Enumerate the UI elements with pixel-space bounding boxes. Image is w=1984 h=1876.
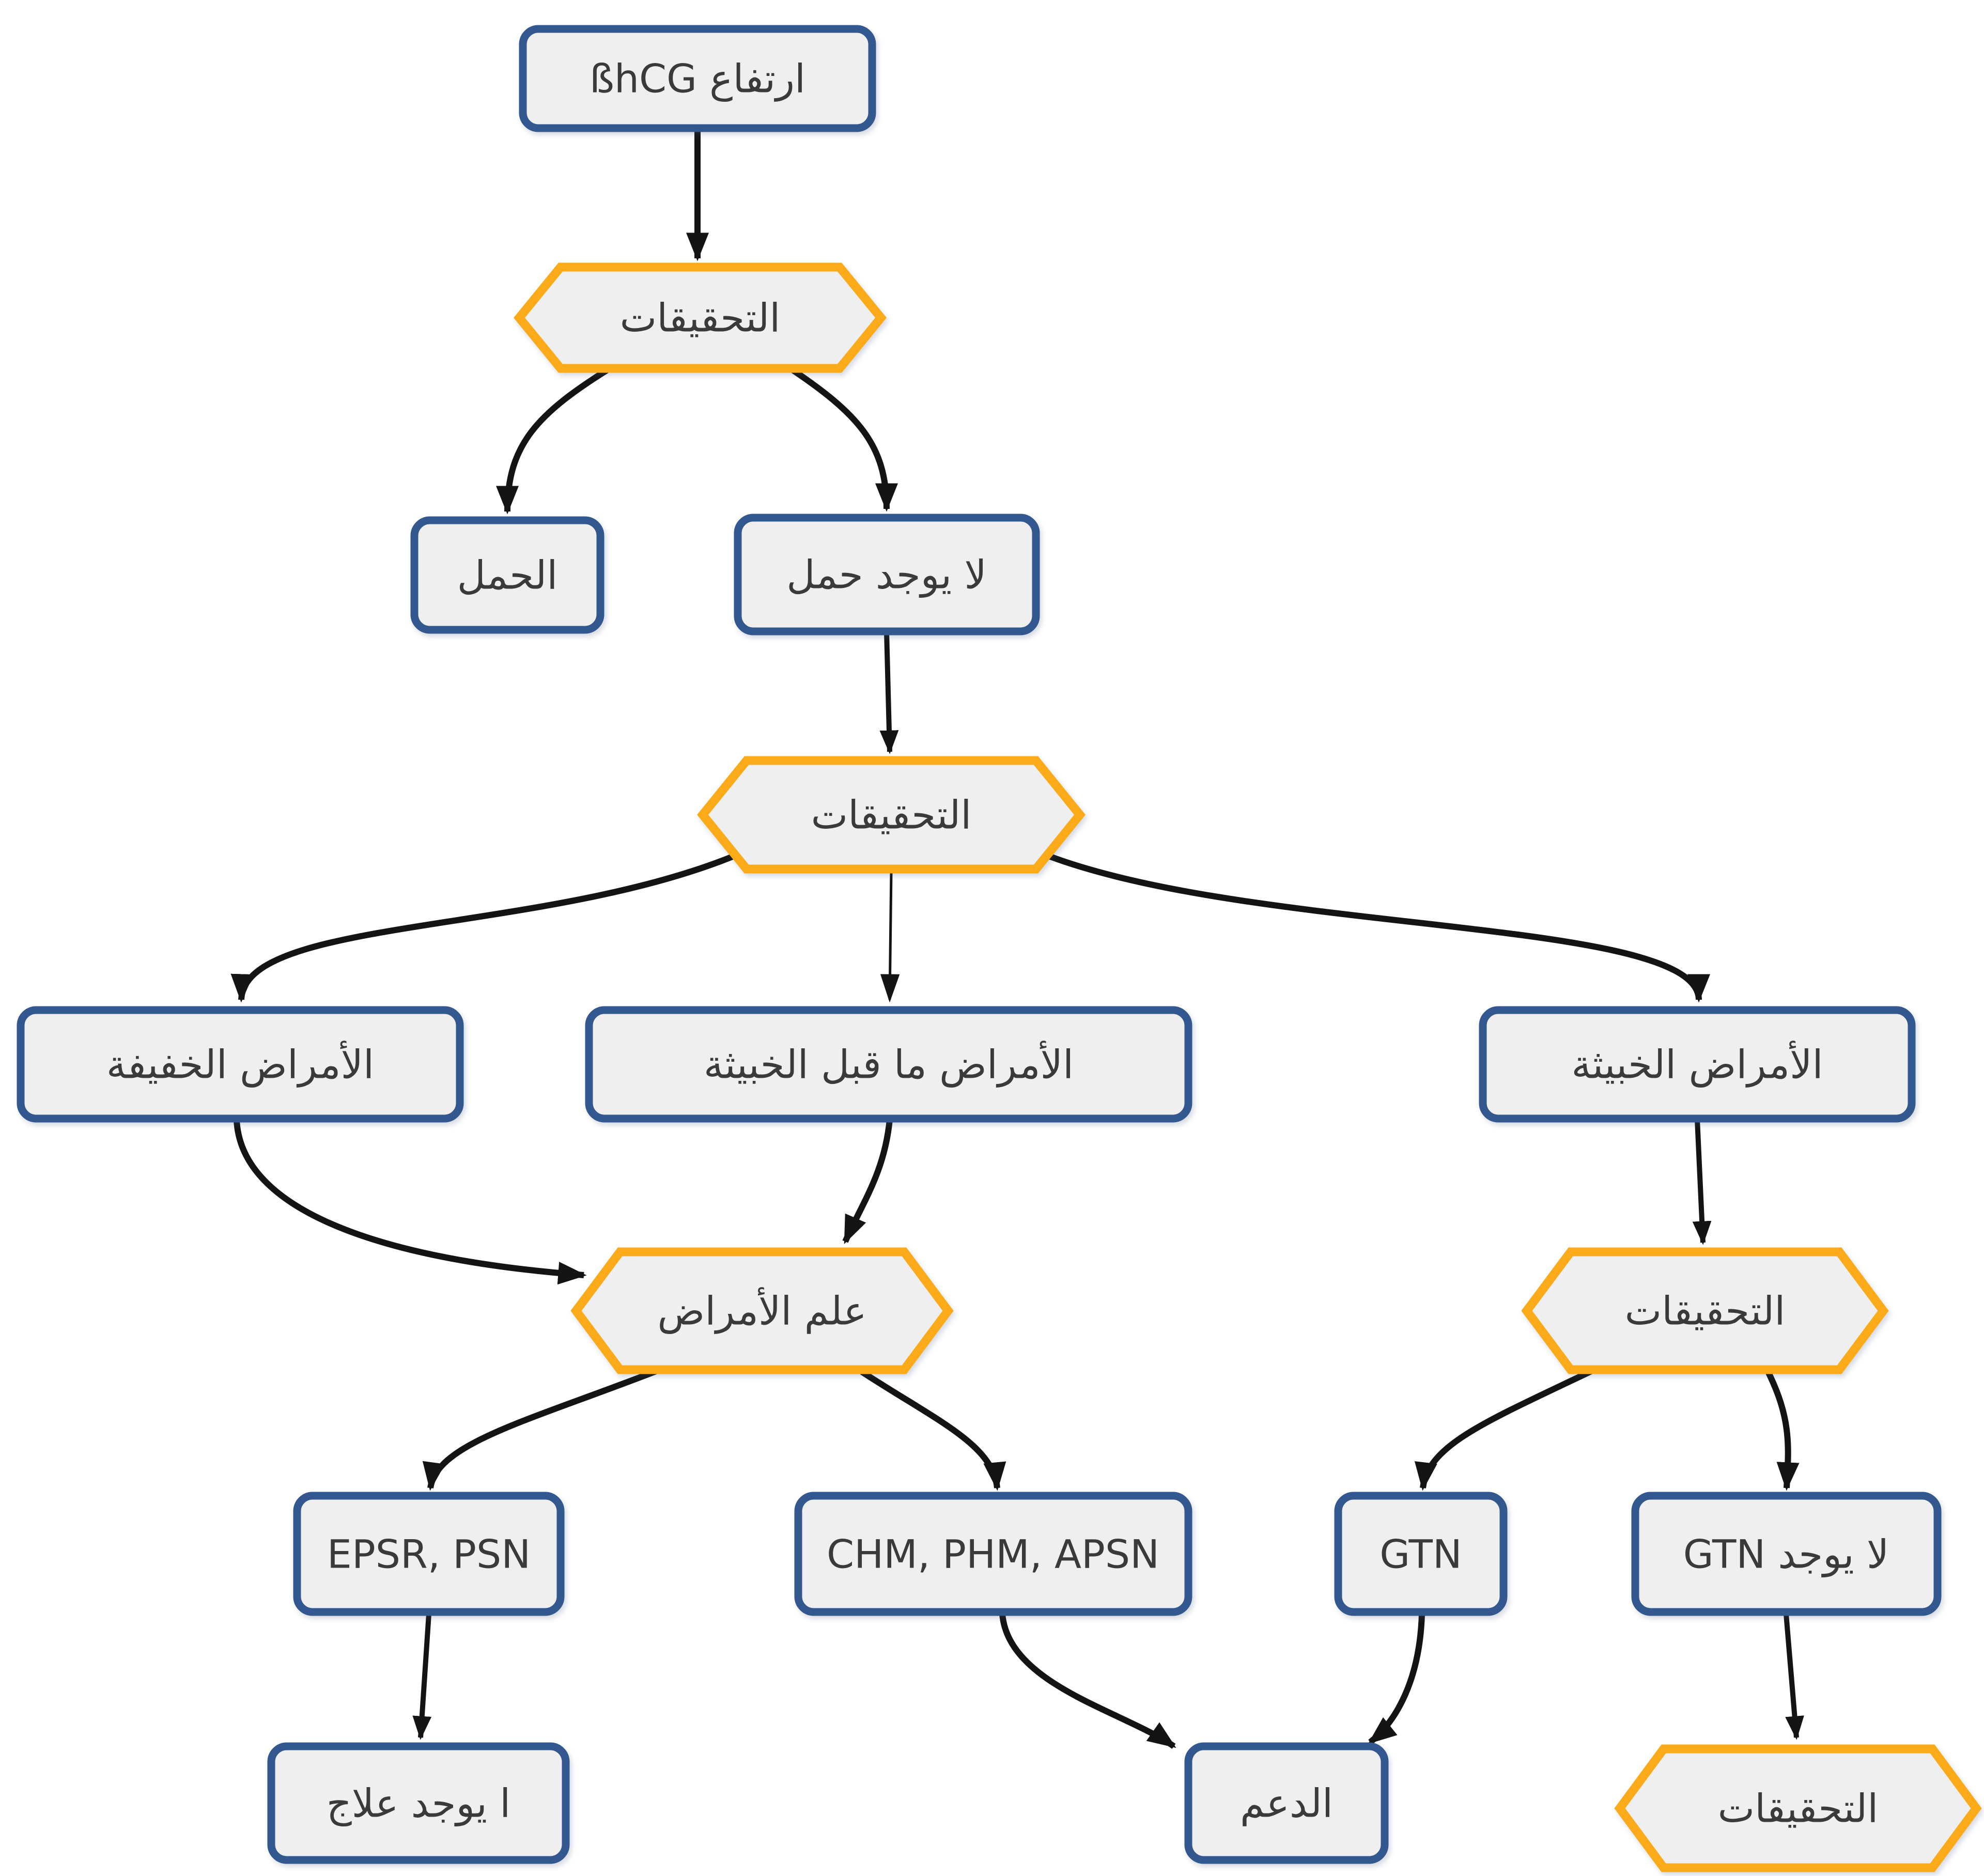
node-epsr-psn-shape: [293, 1492, 565, 1616]
edge-malignant-diseases-to-investigations-3: [1692, 1119, 1712, 1245]
node-gtn-shape: [1334, 1492, 1508, 1616]
node-no-pregnancy: لا يوجد حمل: [734, 514, 1040, 635]
node-pathology: علم الأمراض: [570, 1247, 954, 1374]
edge-investigations-3-to-no-gtn: [1765, 1370, 1800, 1491]
node-investigations-3-label: التحقيقات: [1625, 1288, 1786, 1334]
edge-epsr-psn-to-treatment-exists: [412, 1614, 432, 1740]
node-epsr-psn-label: EPSR, PSN: [327, 1531, 531, 1577]
node-mild-diseases-label: الأمراض الخفيفة: [106, 1041, 374, 1088]
node-gtn-label: GTN: [1380, 1531, 1462, 1577]
node-elevated-bhcg-label: ارتفاع ßhCG: [590, 56, 805, 102]
node-epsr-psn: EPSR, PSN: [293, 1492, 565, 1616]
node-investigations-2-label: التحقيقات: [811, 792, 972, 838]
edge-chm-phm-apsn-to-support: [999, 1614, 1176, 1749]
node-malignant-diseases: الأمراض الخبيثة: [1479, 1006, 1916, 1123]
edge-no-pregnancy-to-investigations-2: [879, 632, 899, 754]
node-premalignant-diseases-label: الأمراض ما قبل الخبيثة: [704, 1041, 1074, 1088]
node-pregnancy: الحمل: [410, 516, 605, 634]
node-support-shape: [1184, 1742, 1389, 1864]
node-elevated-bhcg: ارتفاع ßhCG: [519, 25, 876, 132]
node-elevated-bhcg-shape: [519, 25, 876, 132]
node-investigations-4-label: التحقيقات: [1718, 1786, 1879, 1832]
nodes-layer: ارتفاع ßhCG التحقيقات الحمل لا يوجد حمل …: [17, 25, 1982, 1872]
node-investigations-3: التحقيقات: [1521, 1247, 1889, 1374]
node-malignant-diseases-label: الأمراض الخبيثة: [1571, 1041, 1823, 1088]
node-mild-diseases: الأمراض الخفيفة: [17, 1006, 464, 1123]
node-investigations-2: التحقيقات: [697, 756, 1086, 874]
node-investigations-1: التحقيقات: [514, 262, 887, 373]
node-investigations-1-shape: [514, 262, 887, 373]
node-support: الدعم: [1184, 1742, 1389, 1864]
node-investigations-4: التحقيقات: [1614, 1744, 1982, 1872]
edge-mild-diseases-to-pathology: [234, 1119, 587, 1285]
node-chm-phm-apsn: CHM, PHM, APSN: [794, 1492, 1192, 1616]
node-treatment-exists-shape: [267, 1742, 570, 1864]
edge-investigations-1-to-no-pregnancy: [786, 364, 898, 512]
node-support-label: الدعم: [1240, 1780, 1333, 1826]
node-pregnancy-shape: [410, 516, 605, 634]
edges-layer: [230, 130, 1804, 1749]
edge-gtn-to-support: [1368, 1614, 1425, 1745]
node-pathology-shape: [570, 1247, 954, 1374]
node-chm-phm-apsn-shape: [794, 1492, 1192, 1616]
edge-investigations-2-to-premalignant-diseases: [880, 871, 900, 1003]
node-investigations-2-shape: [697, 756, 1086, 874]
edge-investigations-3-to-gtn: [1414, 1366, 1597, 1491]
node-malignant-diseases-shape: [1479, 1006, 1916, 1123]
node-treatment-exists-label: ا يوجد علاج: [327, 1780, 510, 1827]
edge-premalignant-diseases-to-pathology: [842, 1119, 893, 1245]
node-no-gtn: لا يوجد GTN: [1631, 1492, 1942, 1616]
node-premalignant-diseases: الأمراض ما قبل الخبيثة: [585, 1006, 1192, 1123]
node-premalignant-diseases-shape: [585, 1006, 1192, 1123]
edge-investigations-2-to-malignant-diseases: [1045, 852, 1710, 1003]
node-gtn: GTN: [1334, 1492, 1508, 1616]
node-investigations-4-shape: [1614, 1744, 1982, 1872]
node-mild-diseases-shape: [17, 1006, 464, 1123]
node-treatment-exists: ا يوجد علاج: [267, 1742, 570, 1864]
node-investigations-1-label: التحقيقات: [620, 295, 781, 341]
node-pregnancy-label: الحمل: [457, 552, 558, 598]
edge-no-gtn-to-investigations-4: [1784, 1614, 1804, 1740]
node-pathology-label: علم الأمراض: [657, 1288, 866, 1335]
node-no-pregnancy-shape: [734, 514, 1040, 635]
node-chm-phm-apsn-label: CHM, PHM, APSN: [827, 1531, 1159, 1577]
edge-investigations-2-to-mild-diseases: [230, 852, 738, 1003]
edge-investigations-1-to-pregnancy: [495, 364, 614, 515]
node-no-gtn-shape: [1631, 1492, 1942, 1616]
node-no-pregnancy-label: لا يوجد حمل: [786, 552, 986, 598]
node-no-gtn-label: لا يوجد GTN: [1683, 1531, 1889, 1578]
node-investigations-3-shape: [1521, 1247, 1889, 1374]
edge-pathology-to-chm-phm-apsn: [860, 1369, 1006, 1491]
edge-pathology-to-epsr-psn: [422, 1365, 665, 1491]
